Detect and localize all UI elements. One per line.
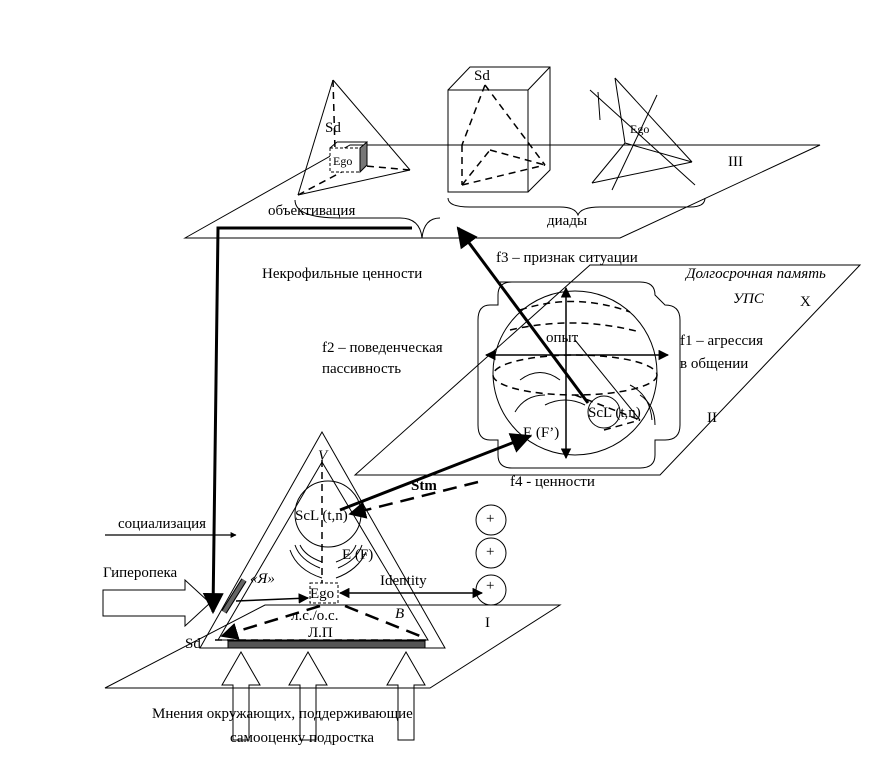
- ego-lower-label: Ego: [310, 586, 334, 602]
- objectivation-label: объективация: [268, 203, 355, 219]
- long-memory-label: Долгосрочная память: [684, 266, 826, 282]
- identity-label: Identity: [380, 573, 427, 589]
- ya-label: «Я»: [250, 571, 275, 587]
- plane-ii-label: II: [707, 410, 717, 426]
- socialization-label: социализация: [118, 516, 206, 532]
- dyads-label: диады: [547, 213, 587, 229]
- lp-bar: [227, 640, 426, 649]
- f3-label: f3 – признак ситуации: [496, 250, 638, 266]
- objectivation-to-sd-arrow: [202, 226, 412, 615]
- opinion-arrow-1: [221, 650, 261, 741]
- ya-ego-arrow: [235, 593, 310, 604]
- f2-label-line1: f2 – поведенческая: [322, 340, 443, 356]
- x-label: X: [800, 294, 811, 310]
- necrophilic-label: Некрофильные ценности: [262, 266, 422, 282]
- ups-label: УПС: [733, 291, 765, 307]
- plane-i: [104, 604, 562, 689]
- hyperprotection-label: Гиперопека: [103, 565, 178, 581]
- brace-objectivation: [294, 199, 441, 239]
- plus-circle-2: [475, 537, 507, 569]
- e-f-label: E (F): [342, 547, 373, 563]
- sd-box-label: Sd: [474, 68, 490, 84]
- stm-label: Stm: [411, 478, 437, 494]
- opinions-label-line2: самооценку подростка: [230, 730, 374, 746]
- left-pyramid: [297, 79, 411, 196]
- e-f-prime-label: E (F’): [523, 425, 559, 441]
- f1-label-line1: f1 – агрессия: [680, 333, 763, 349]
- f4-label: f4 - ценности: [510, 474, 595, 490]
- f2-label-line2: пассивность: [322, 361, 401, 377]
- opinion-arrow-2: [288, 650, 328, 741]
- upper-sphere-system: [477, 281, 681, 469]
- right-pyramid: [589, 77, 696, 191]
- lp-label: Л.П: [308, 625, 333, 641]
- plane-ii: [353, 264, 862, 476]
- scl-to-dyads-arrow: [456, 226, 590, 404]
- ego-cube-top: [329, 140, 368, 174]
- hyperprotection-arrow: [102, 578, 211, 628]
- ls-os-label: л.с./о.с.: [291, 608, 338, 624]
- f1-label-line2: в общении: [680, 356, 748, 372]
- sd-top-label: Sd: [325, 120, 341, 136]
- opinion-arrow-3: [386, 650, 426, 741]
- brace-dyads: [447, 197, 706, 217]
- v-label: V: [318, 448, 329, 464]
- ego-right-label: Ego: [630, 122, 649, 136]
- b-label: B: [395, 606, 404, 622]
- sd-lower-label: Sd: [185, 636, 201, 652]
- plus-3-label: +: [486, 578, 494, 594]
- stm-arrow: [339, 433, 532, 512]
- ego-box-lower: [309, 582, 339, 604]
- experience-label: опыт: [546, 330, 579, 346]
- plane-iii-label: III: [728, 154, 743, 170]
- plus-1-label: +: [486, 511, 494, 527]
- plane-i-label: I: [485, 615, 490, 631]
- middle-box: [447, 66, 551, 193]
- ef-waves: [289, 544, 367, 579]
- plus-2-label: +: [486, 544, 494, 560]
- scl-lower-label: ScL (t,n): [295, 508, 348, 524]
- opinions-label-line1: Мнения окружающих, поддерживающие: [152, 706, 413, 722]
- scl-upper-label: ScL (t,n): [588, 405, 641, 421]
- plus-circle-1: [475, 504, 507, 536]
- ego-top-label: Ego: [333, 154, 352, 168]
